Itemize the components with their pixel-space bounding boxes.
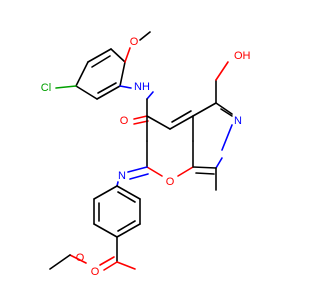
bond — [75, 61, 89, 87]
bond — [117, 191, 136, 203]
methoxy-oxygen-label: O — [130, 36, 139, 48]
bond — [146, 166, 163, 177]
ester-carbonyl-oxygen-label: O — [91, 266, 100, 278]
hydroxyl-label: OH — [234, 50, 251, 62]
bond — [146, 91, 154, 100]
bond — [97, 82, 117, 94]
bond — [49, 254, 71, 270]
bond — [220, 108, 233, 117]
bond — [127, 166, 148, 173]
imine-nitrogen-label: N — [118, 170, 126, 182]
bond — [139, 31, 151, 41]
bond — [171, 110, 192, 123]
bond — [99, 256, 115, 266]
bond — [96, 85, 121, 100]
bond — [146, 115, 171, 130]
bond — [116, 185, 141, 200]
bond — [215, 102, 233, 115]
bond — [110, 48, 126, 63]
bond — [215, 157, 223, 169]
bond — [195, 172, 215, 175]
bond — [129, 173, 149, 180]
chlorine-label: Cl — [41, 82, 51, 94]
bond — [116, 261, 136, 270]
bond — [55, 85, 77, 89]
pyridine-nitrogen-label: N — [234, 115, 242, 127]
amide-oxygen-label: O — [120, 115, 129, 127]
bonds — [49, 31, 233, 271]
bond — [169, 115, 194, 130]
bond — [221, 124, 233, 151]
bond — [192, 166, 217, 169]
bond — [117, 220, 136, 232]
ring-oxygen-label: O — [166, 176, 175, 188]
bond — [91, 55, 111, 68]
bond — [119, 85, 132, 89]
bond — [133, 120, 149, 125]
nh-label: NH — [134, 81, 150, 93]
chemical-structure: Cl NH O OH O N O N O O — [41, 31, 251, 278]
bond — [192, 102, 217, 117]
bond — [103, 261, 118, 271]
bond — [69, 254, 87, 264]
bond — [75, 85, 98, 100]
ester-oxygen-label: O — [76, 252, 85, 264]
bond — [93, 185, 118, 200]
bond — [133, 115, 148, 120]
atom-labels: Cl NH O OH O N O N O O — [41, 36, 251, 278]
bond — [124, 47, 131, 63]
bond — [87, 48, 112, 63]
bond — [93, 223, 118, 238]
bond — [177, 166, 194, 177]
bond — [215, 61, 229, 81]
bond — [119, 61, 126, 87]
bond — [116, 223, 141, 238]
